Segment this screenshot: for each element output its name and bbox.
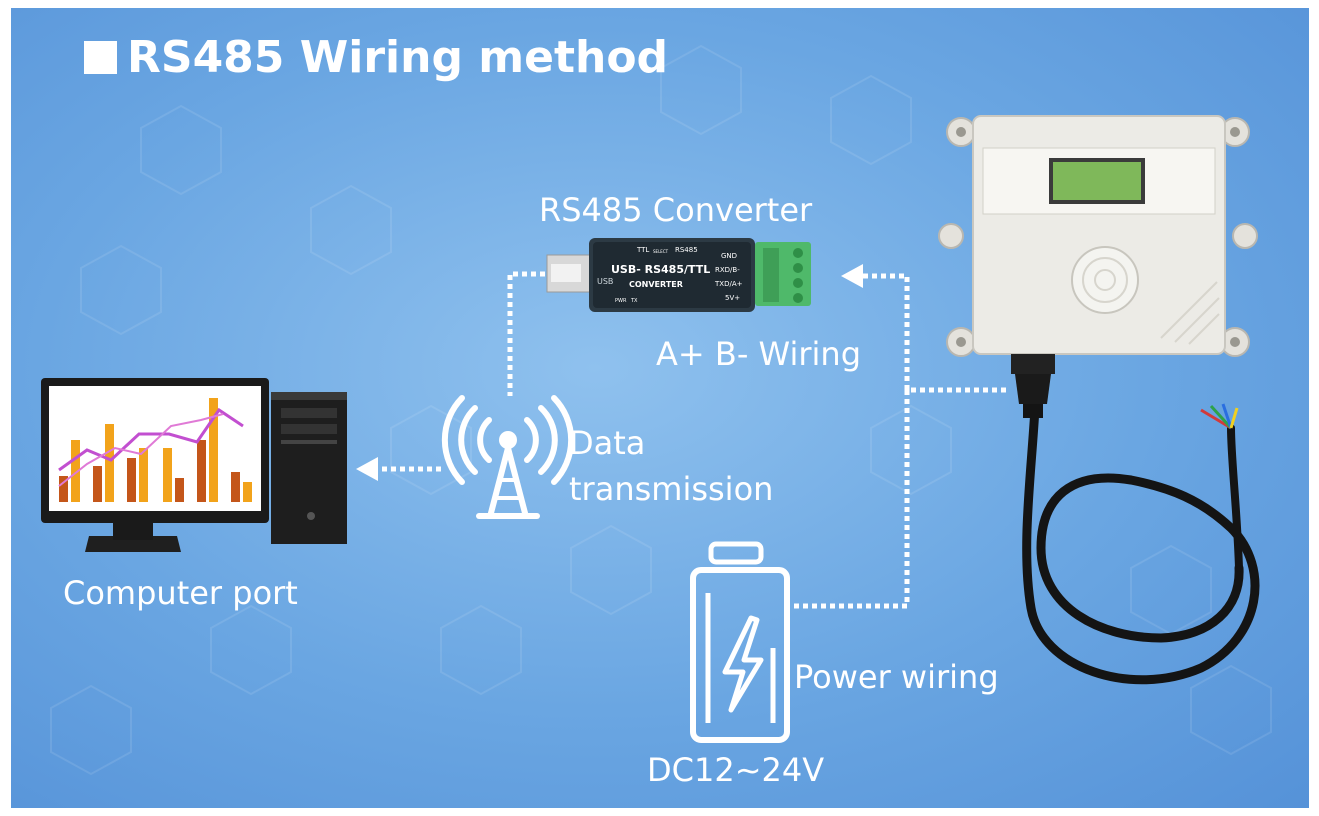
converter-mode-text2: RS485: [675, 246, 698, 254]
wiring-label: A+ B- Wiring: [656, 335, 862, 373]
converter-usb-text: USB: [597, 277, 613, 286]
converter-label: RS485 Converter: [539, 191, 813, 229]
diagram-graphics: USB- RS485/TTL CONVERTER USB TTL SELECT …: [41, 44, 1272, 776]
battery-icon: [690, 541, 790, 743]
line-converter-to-antenna: [507, 271, 545, 396]
arrow-icon: [356, 457, 378, 481]
converter-pin-5v: 5V+: [725, 294, 740, 302]
diagram-panel: USB- RS485/TTL CONVERTER USB TTL SELECT …: [11, 8, 1309, 808]
sensor-enclosure: [938, 115, 1258, 357]
sensor-cable: [1022, 403, 1260, 685]
cable-wires: [1200, 403, 1239, 430]
lightning-icon: [722, 615, 764, 713]
converter-led-tx: TX: [630, 298, 638, 304]
converter-main-text: USB- RS485/TTL: [611, 263, 710, 276]
voltage-label: DC12~24V: [647, 751, 825, 789]
converter-pin-txd: TXD/A+: [714, 280, 743, 288]
arrow-icon: [841, 264, 863, 288]
monitor-chart: [58, 398, 252, 502]
page-title-text: RS485 Wiring method: [127, 32, 669, 83]
data-transmission-label: Data transmission: [569, 420, 773, 512]
computer-monitor: [41, 378, 269, 552]
converter-select-text: SELECT: [653, 249, 669, 254]
page-title: RS485 Wiring method: [84, 32, 668, 83]
converter-pin-rxd: RXD/B-: [715, 266, 740, 274]
power-wiring-label: Power wiring: [794, 658, 999, 696]
converter-sub-text: CONVERTER: [629, 280, 683, 289]
data-label-line1: Data: [569, 424, 646, 462]
wiring-lines: [376, 271, 1006, 609]
computer-port-label: Computer port: [63, 574, 298, 612]
usb-converter: [546, 238, 811, 312]
converter-pin-gnd: GND: [721, 252, 737, 260]
pc-tower: [271, 392, 347, 544]
converter-mode-text: TTL: [636, 246, 649, 254]
line-sensor-to-converter: [861, 273, 1006, 393]
converter-led-pwr: PWR: [615, 298, 627, 304]
antenna-icon: [441, 395, 575, 519]
title-square-icon: [84, 41, 117, 74]
data-label-line2: transmission: [569, 470, 774, 508]
hexagon-pattern: [50, 44, 1272, 776]
cable-gland: [1011, 354, 1055, 418]
line-sensor-to-battery: [793, 390, 910, 609]
